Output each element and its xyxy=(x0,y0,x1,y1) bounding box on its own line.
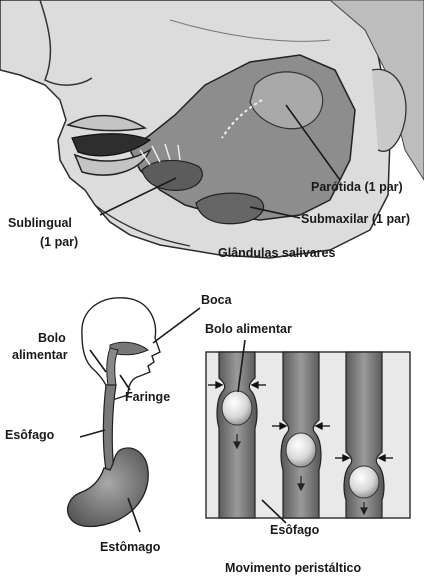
bolus-2 xyxy=(286,433,316,467)
bolus-title-label: Bolo alimentar xyxy=(205,322,292,337)
bolus-label-line1: Bolo xyxy=(38,331,66,346)
submaxillary-label: Submaxilar (1 par) xyxy=(301,212,410,227)
bolus-1 xyxy=(222,391,252,425)
peristalsis-caption: Movimento peristáltico xyxy=(225,561,361,576)
pharynx-label: Faringe xyxy=(125,390,170,405)
stomach-label: Estômago xyxy=(100,540,160,555)
bolus-label-line2: alimentar xyxy=(12,348,68,363)
sublingual-label-line1: Sublingual xyxy=(8,216,72,231)
peristalsis-panel xyxy=(206,352,410,518)
salivary-caption: Glândulas salivares xyxy=(218,246,335,261)
esophagus-tube xyxy=(103,385,116,470)
sublingual-label-line2: (1 par) xyxy=(40,235,78,250)
parotid-label: Parótida (1 par) xyxy=(311,180,403,195)
bolus-3 xyxy=(349,466,379,498)
digestive-illustration xyxy=(68,298,160,527)
peristalsis-esophagus-label: Esôfago xyxy=(270,523,319,538)
mouth-label: Boca xyxy=(201,293,232,308)
esophagus-label: Esôfago xyxy=(5,428,54,443)
